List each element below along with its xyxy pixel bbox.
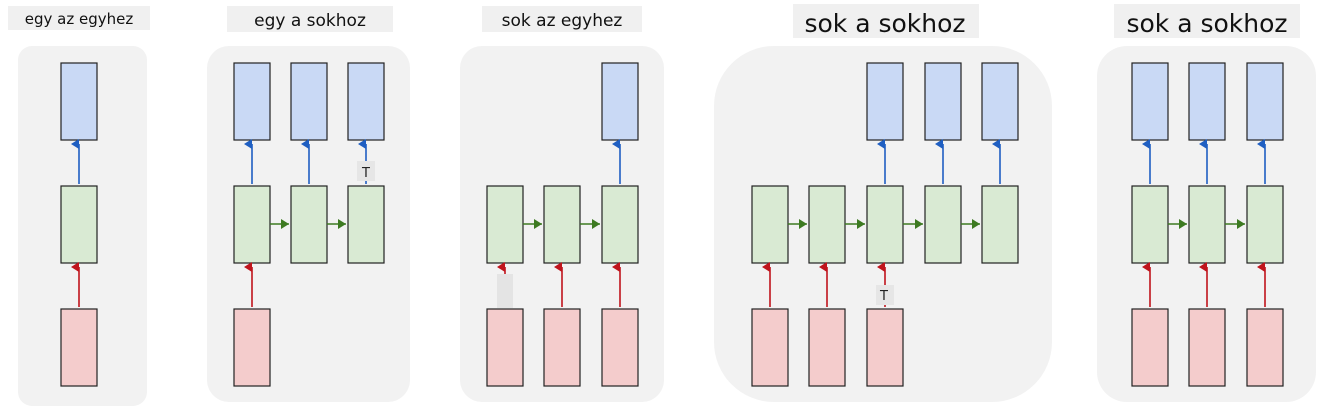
panel-title: egy az egyhez xyxy=(25,10,134,28)
panel-many-to-one: sok az egyhez xyxy=(460,6,664,402)
input-cell xyxy=(60,308,98,387)
input-cell xyxy=(1246,308,1284,387)
hidden-cell xyxy=(233,185,271,264)
hidden-cell xyxy=(1188,185,1226,264)
panel-title-bg xyxy=(793,4,979,38)
panel-many-to-many-synced: sok a sokhoz xyxy=(1097,4,1316,402)
hidden-cell xyxy=(60,185,98,264)
artifact-glyph: T xyxy=(879,289,888,304)
output-cell xyxy=(866,62,904,141)
artifact-patch xyxy=(357,161,375,181)
input-cell xyxy=(751,308,789,387)
output-cell xyxy=(924,62,962,141)
panel-title-bg xyxy=(227,6,393,32)
output-cell xyxy=(1131,62,1169,141)
hidden-cell xyxy=(486,185,524,264)
output-cell xyxy=(1188,62,1226,141)
panel-title: sok a sokhoz xyxy=(1126,9,1287,38)
output-cell xyxy=(233,62,271,141)
artifact-patch xyxy=(497,274,513,308)
input-cell xyxy=(808,308,846,387)
input-cell xyxy=(233,308,271,387)
panel-title: egy a sokhoz xyxy=(254,11,366,31)
input-cell xyxy=(1131,308,1169,387)
hidden-cell xyxy=(808,185,846,264)
hidden-cell xyxy=(347,185,385,264)
hidden-cell xyxy=(290,185,328,264)
panel-many-to-many-delayed: sok a sokhoz T xyxy=(714,4,1052,402)
panel-title-bg xyxy=(1114,4,1300,38)
panel-title: sok a sokhoz xyxy=(804,9,965,38)
input-cell xyxy=(601,308,639,387)
input-cell xyxy=(543,308,581,387)
input-cell xyxy=(866,308,904,387)
hidden-cell xyxy=(924,185,962,264)
hidden-cell xyxy=(601,185,639,264)
panel-title-bg xyxy=(482,6,642,32)
hidden-cell xyxy=(543,185,581,264)
input-cell xyxy=(1188,308,1226,387)
hidden-cell xyxy=(866,185,904,264)
panel-one-to-one: egy az egyhez xyxy=(8,6,150,406)
panel-title-bg xyxy=(8,6,150,30)
hidden-cell xyxy=(1246,185,1284,264)
output-cell xyxy=(981,62,1019,141)
panel-title: sok az egyhez xyxy=(502,11,623,31)
artifact-glyph: T xyxy=(361,166,370,181)
hidden-cell xyxy=(751,185,789,264)
output-cell xyxy=(290,62,328,141)
output-cell xyxy=(601,62,639,141)
hidden-cell xyxy=(981,185,1019,264)
output-cell xyxy=(1246,62,1284,141)
artifact-patch xyxy=(876,285,894,305)
input-cell xyxy=(486,308,524,387)
panel-one-to-many: egy a sokhoz T xyxy=(207,6,410,402)
output-cell xyxy=(347,62,385,141)
output-cell xyxy=(60,62,98,141)
hidden-cell xyxy=(1131,185,1169,264)
